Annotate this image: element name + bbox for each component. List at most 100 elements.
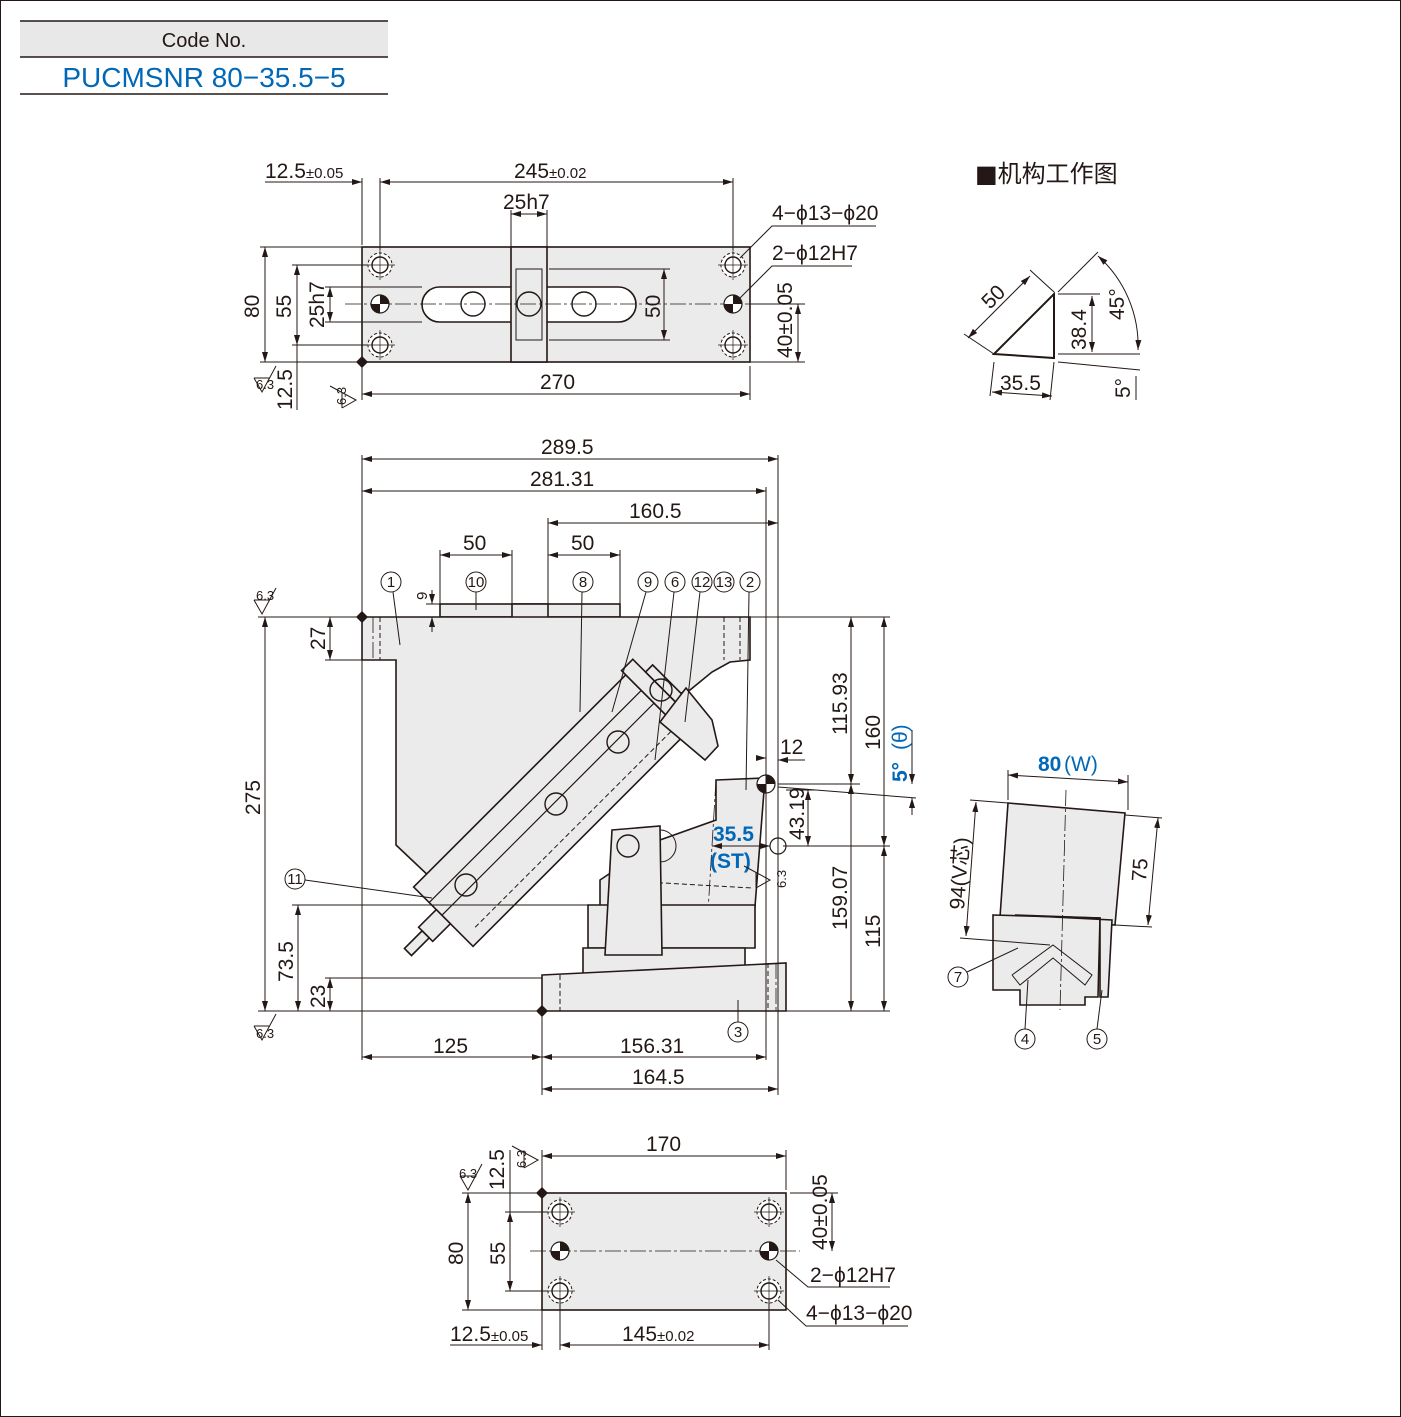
top-dowel-offset: 40±0.05: [774, 282, 797, 358]
top-hole-pitch-v: 55: [273, 295, 296, 318]
dim-73-5: 73.5: [275, 941, 298, 982]
balloon-2: 2: [739, 571, 761, 791]
svg-text:12.5±0.05: 12.5±0.05: [450, 1323, 528, 1346]
top-length: 270: [540, 371, 575, 394]
stroke-label: (ST): [710, 850, 751, 873]
dim-9: 9: [414, 592, 431, 600]
tolerance: ±0.05: [306, 165, 343, 182]
svg-text:5: 5: [1093, 1031, 1101, 1048]
balloon-11: 11: [284, 868, 433, 899]
bottom-note-dowel: 2−ϕ12H7: [810, 1264, 896, 1287]
end-body: [999, 802, 1126, 926]
code-value[interactable]: PUCMSNR 80−35.5−5: [62, 62, 345, 93]
code-label: Code No.: [162, 30, 247, 52]
top-bottom-edge: 12.5: [274, 369, 297, 410]
balloon-4: 4: [1014, 979, 1036, 1050]
balloon-10: 10: [465, 571, 487, 610]
mech-swing-angle: 45°: [1106, 288, 1129, 320]
svg-text:13: 13: [716, 574, 733, 591]
svg-text:9: 9: [644, 574, 652, 591]
dim-125: 125: [433, 1035, 468, 1058]
end-width-label: (W): [1064, 753, 1098, 776]
bottom-hole-pitch: 145: [622, 1323, 657, 1346]
svg-text:12: 12: [694, 574, 711, 591]
top-slot-width-v: 25h7: [306, 281, 329, 328]
bottom-width: 80: [445, 1242, 468, 1265]
top-width: 80: [241, 295, 264, 318]
svg-text:2: 2: [746, 574, 754, 591]
bottom-note-holes: 4−ϕ13−ϕ20: [806, 1302, 912, 1325]
dim-50a: 50: [463, 532, 486, 555]
svg-text:145±0.02: 145±0.02: [622, 1323, 694, 1346]
dowel-hole-icon: [723, 294, 743, 314]
part-12-13: [658, 686, 719, 762]
svg-text:7: 7: [954, 969, 962, 986]
end-width-value: 80: [1038, 753, 1061, 776]
top-slot-width: 25h7: [503, 191, 550, 214]
top-block-length: 50: [642, 295, 665, 318]
angle-theta-value: 5°: [889, 762, 912, 782]
dim-50b: 50: [571, 532, 594, 555]
cylinder-assembly: [403, 658, 702, 957]
roughness-value: 6.3: [774, 870, 789, 888]
dim-12: 12: [780, 736, 803, 759]
tolerance: ±0.02: [657, 1328, 694, 1345]
svg-text:1: 1: [387, 574, 395, 591]
dim-159-07: 159.07: [829, 866, 852, 930]
roughness-value: 6.3: [514, 1150, 529, 1168]
v-block-4: [992, 914, 1101, 1006]
dim-23: 23: [307, 985, 330, 1008]
mech-height: 38.4: [1068, 309, 1091, 350]
bottom-edge-offset: 12.5: [450, 1323, 491, 1346]
bottom-hole-pitch-v: 55: [487, 1242, 510, 1265]
dim-281: 281.31: [530, 468, 594, 491]
mech-tilt-angle: 5°: [1112, 378, 1135, 398]
lever-6: [604, 825, 663, 956]
dim-height: 275: [242, 780, 265, 815]
code-header: Code No. PUCMSNR 80−35.5−5: [20, 20, 388, 95]
svg-text:3: 3: [734, 1024, 742, 1041]
svg-text:10: 10: [468, 574, 485, 591]
bottom-length: 170: [646, 1133, 681, 1156]
dowel-hole-icon: [759, 1241, 779, 1261]
side-plate-5: [1014, 914, 1113, 998]
roughness-value: 6.3: [256, 1026, 274, 1041]
svg-text:4: 4: [1021, 1031, 1029, 1048]
mechanism-diagram: ■机构工作图 50 38.4 45° 5° 35.5: [963, 160, 1142, 401]
stroke-value: 35.5: [713, 823, 754, 846]
mech-base: 35.5: [1000, 372, 1041, 395]
roughness-value: 6.3: [334, 387, 349, 405]
dim-160-5: 160.5: [629, 500, 682, 523]
balloon-5: 5: [1086, 989, 1108, 1050]
angle-theta-label: (θ): [889, 724, 912, 750]
end-75: 75: [1128, 857, 1153, 882]
dim-overall: 289.5: [541, 436, 594, 459]
top-hole-pitch: 245: [514, 160, 549, 183]
balloon-3: 3: [727, 1000, 749, 1043]
side-view: 289.5 281.31 160.5 50 50 9 27 275 73.5 2…: [242, 436, 917, 1095]
tolerance: ±0.02: [549, 165, 586, 182]
dowel-hole-icon: [550, 1241, 570, 1261]
bottom-plate: [541, 1192, 787, 1311]
mechanism-title: ■机构工作图: [975, 160, 1118, 188]
dim-156-31: 156.31: [620, 1035, 684, 1058]
top-note-holes: 4−ϕ13−ϕ20: [772, 202, 878, 225]
svg-text:6: 6: [671, 574, 679, 591]
svg-text:12.5±0.05: 12.5±0.05: [265, 160, 343, 183]
top-note-dowel: 2−ϕ12H7: [772, 242, 858, 265]
dowel-hole-icon: [370, 294, 390, 314]
top-edge-offset: 12.5: [265, 160, 306, 183]
roughness-value: 6.3: [256, 588, 274, 603]
svg-text:8: 8: [579, 574, 587, 591]
roughness-value: 6.3: [459, 1166, 477, 1181]
balloon-12: 12: [684, 571, 713, 723]
balloon-8: 8: [572, 571, 594, 713]
bottom-view: 170 80 55 12.5 40±0.05 2−ϕ12H7 4−ϕ13−ϕ20…: [445, 1133, 912, 1350]
dim-43-19: 43.19: [786, 787, 809, 840]
top-view: 12.5±0.05 245±0.02 25h7 80 55 25h7 12.5 …: [241, 160, 878, 410]
end-v-center: 94(V芯): [946, 837, 974, 911]
roughness-value: 6.3: [256, 377, 274, 392]
dim-160: 160: [862, 715, 885, 750]
bottom-dowel-offset: 40±0.05: [809, 1174, 832, 1250]
